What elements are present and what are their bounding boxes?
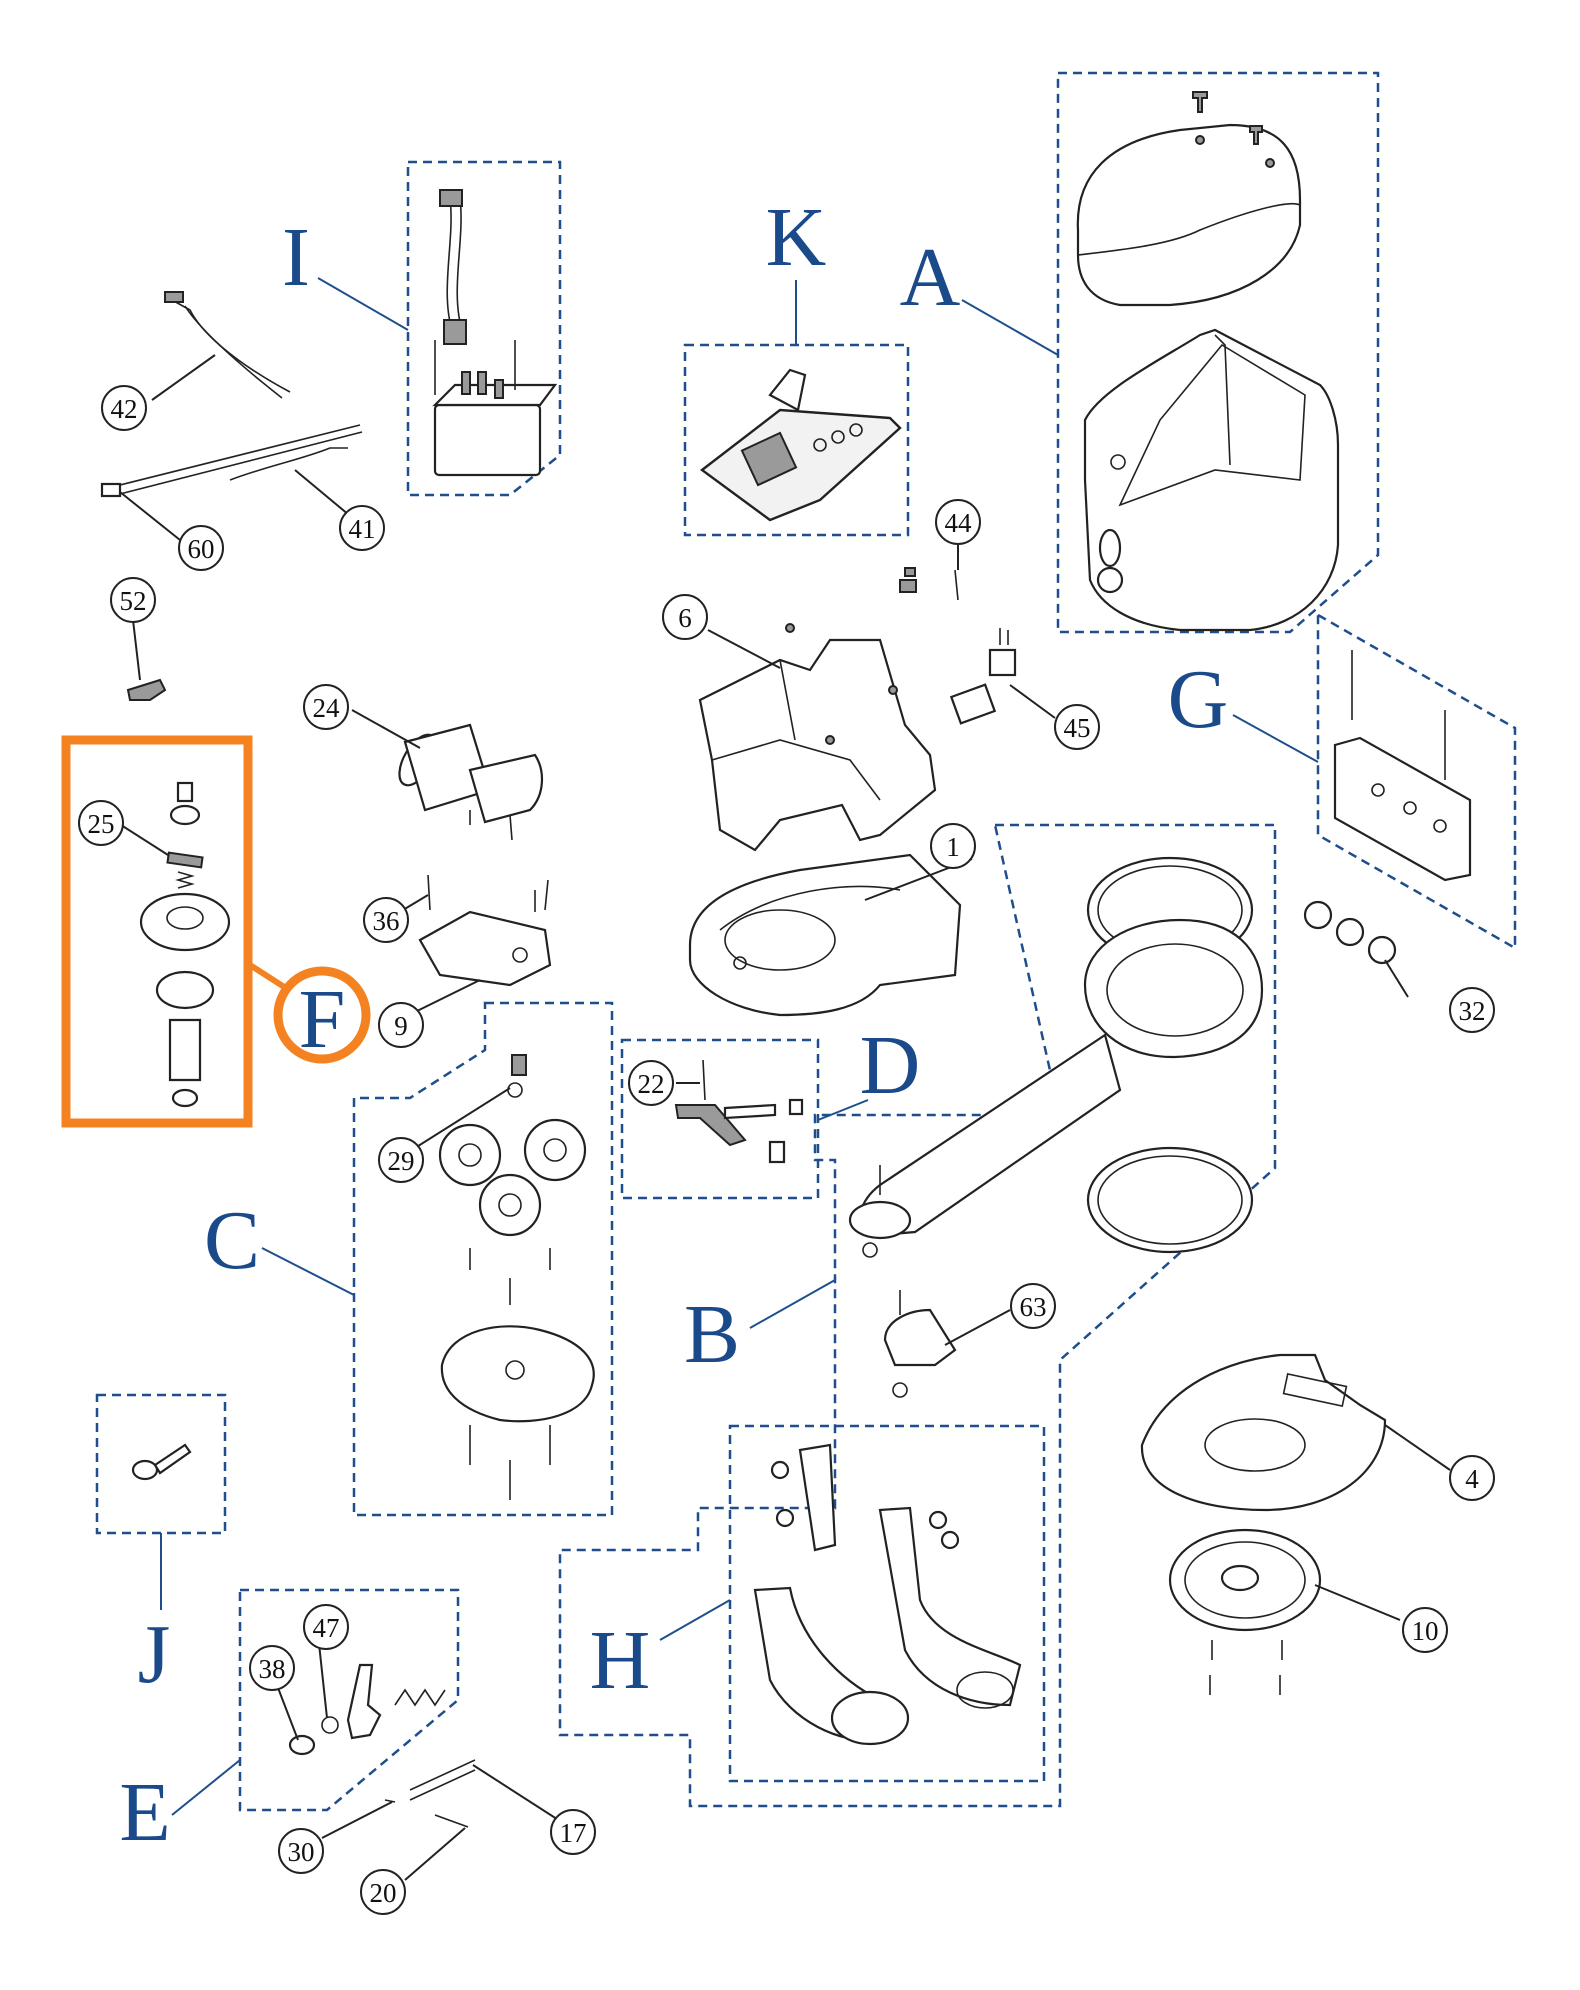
release-lever-part [288, 1663, 476, 1828]
transformer-part [432, 189, 558, 477]
callout-44 [935, 499, 981, 545]
arm-links-part [753, 1443, 1022, 1746]
callout-45 [1054, 704, 1100, 750]
gear-train-part [438, 1054, 595, 1500]
sensor-plate-part [1140, 1353, 1387, 1512]
callout-29-label: 29 [388, 1146, 415, 1176]
callout-52-label: 52 [120, 586, 147, 616]
callout-63-label: 63 [1020, 1292, 1047, 1322]
callout-41 [339, 505, 385, 551]
callout-4 [1449, 1455, 1495, 1501]
mount-bracket-part [1303, 650, 1472, 965]
group-a-box [1056, 71, 1380, 634]
cover-part [1076, 91, 1302, 307]
upper-chassis-part [698, 623, 937, 852]
group-label-g: G [1168, 653, 1229, 746]
parts-illustration [100, 91, 1472, 1828]
callout-22-label: 22 [638, 1069, 665, 1099]
callout-29 [378, 1137, 424, 1183]
callout-44-label: 44 [945, 508, 973, 538]
callout-20 [360, 1869, 406, 1915]
callout-17-label: 17 [560, 1818, 587, 1848]
group-g-box [1316, 612, 1517, 951]
callout-36-label: 36 [373, 906, 400, 936]
group-label-f: F [299, 973, 346, 1066]
callout-6 [662, 594, 708, 640]
group-boxes [95, 71, 1517, 1812]
part-number-callouts: 1 4 6 9 10 17 20 22 24 25 29 30 32 36 38… [78, 354, 1495, 1915]
callout-6-label: 6 [678, 603, 692, 633]
callout-24 [303, 684, 349, 730]
group-label-i: I [282, 211, 310, 304]
group-i-box [406, 160, 562, 497]
highlight-circle-f [273, 966, 371, 1064]
callout-36 [363, 897, 409, 943]
callout-4-label: 4 [1465, 1464, 1479, 1494]
connectors [899, 567, 1017, 725]
group-label-j: J [138, 1608, 171, 1701]
callout-22 [628, 1060, 674, 1106]
group-label-b: B [684, 1288, 740, 1381]
group-label-e: E [119, 1766, 170, 1859]
control-board-part [700, 368, 902, 522]
group-b-box [558, 823, 1277, 1808]
callout-42-label: 42 [111, 394, 138, 424]
arm-part [848, 856, 1264, 1398]
callout-30 [278, 1828, 324, 1874]
callout-10-label: 10 [1412, 1616, 1439, 1646]
callout-25-label: 25 [88, 809, 115, 839]
drive-gear-part [139, 781, 231, 1108]
base-part [688, 853, 962, 1017]
housing-part [1083, 328, 1340, 632]
wire-leads [100, 291, 363, 498]
callout-38 [249, 1645, 295, 1691]
callout-63 [1010, 1283, 1056, 1329]
callout-30-label: 30 [288, 1837, 315, 1867]
plate-part [418, 874, 552, 987]
callout-20-label: 20 [370, 1878, 397, 1908]
callout-24-label: 24 [313, 693, 341, 723]
group-c-box [352, 1001, 614, 1517]
callout-25 [78, 800, 124, 846]
callout-38-label: 38 [259, 1654, 286, 1684]
callout-45-label: 45 [1064, 713, 1091, 743]
group-h-box [728, 1424, 1046, 1783]
group-label-c: C [204, 1194, 260, 1287]
lock-hardware-part [674, 1059, 804, 1164]
group-label-h: H [590, 1614, 651, 1707]
callout-9-label: 9 [394, 1011, 408, 1041]
group-e-box [238, 1588, 460, 1812]
group-label-a: A [900, 231, 961, 324]
callout-47 [303, 1604, 349, 1650]
callout-47-label: 47 [313, 1613, 340, 1643]
callout-17 [550, 1809, 596, 1855]
group-label-d: D [860, 1019, 921, 1112]
motor-part [398, 723, 544, 841]
callout-60-label: 60 [188, 534, 215, 564]
callout-9 [378, 1002, 424, 1048]
key-part [131, 1443, 192, 1481]
callout-32 [1449, 987, 1495, 1033]
callout-32-label: 32 [1459, 996, 1486, 1026]
callout-60 [178, 525, 224, 571]
callout-1 [930, 823, 976, 869]
callout-1-label: 1 [946, 832, 960, 862]
sensor-disk-part [1168, 1528, 1322, 1695]
callout-10 [1402, 1607, 1448, 1653]
callout-52 [110, 577, 156, 623]
callout-41-label: 41 [349, 514, 376, 544]
clip-part [126, 678, 167, 701]
callout-42 [101, 385, 147, 431]
highlight-box-f [61, 735, 253, 1128]
group-label-k: K [766, 191, 827, 284]
group-letter-labels: A B C D E F G H I J K [119, 191, 1228, 1859]
